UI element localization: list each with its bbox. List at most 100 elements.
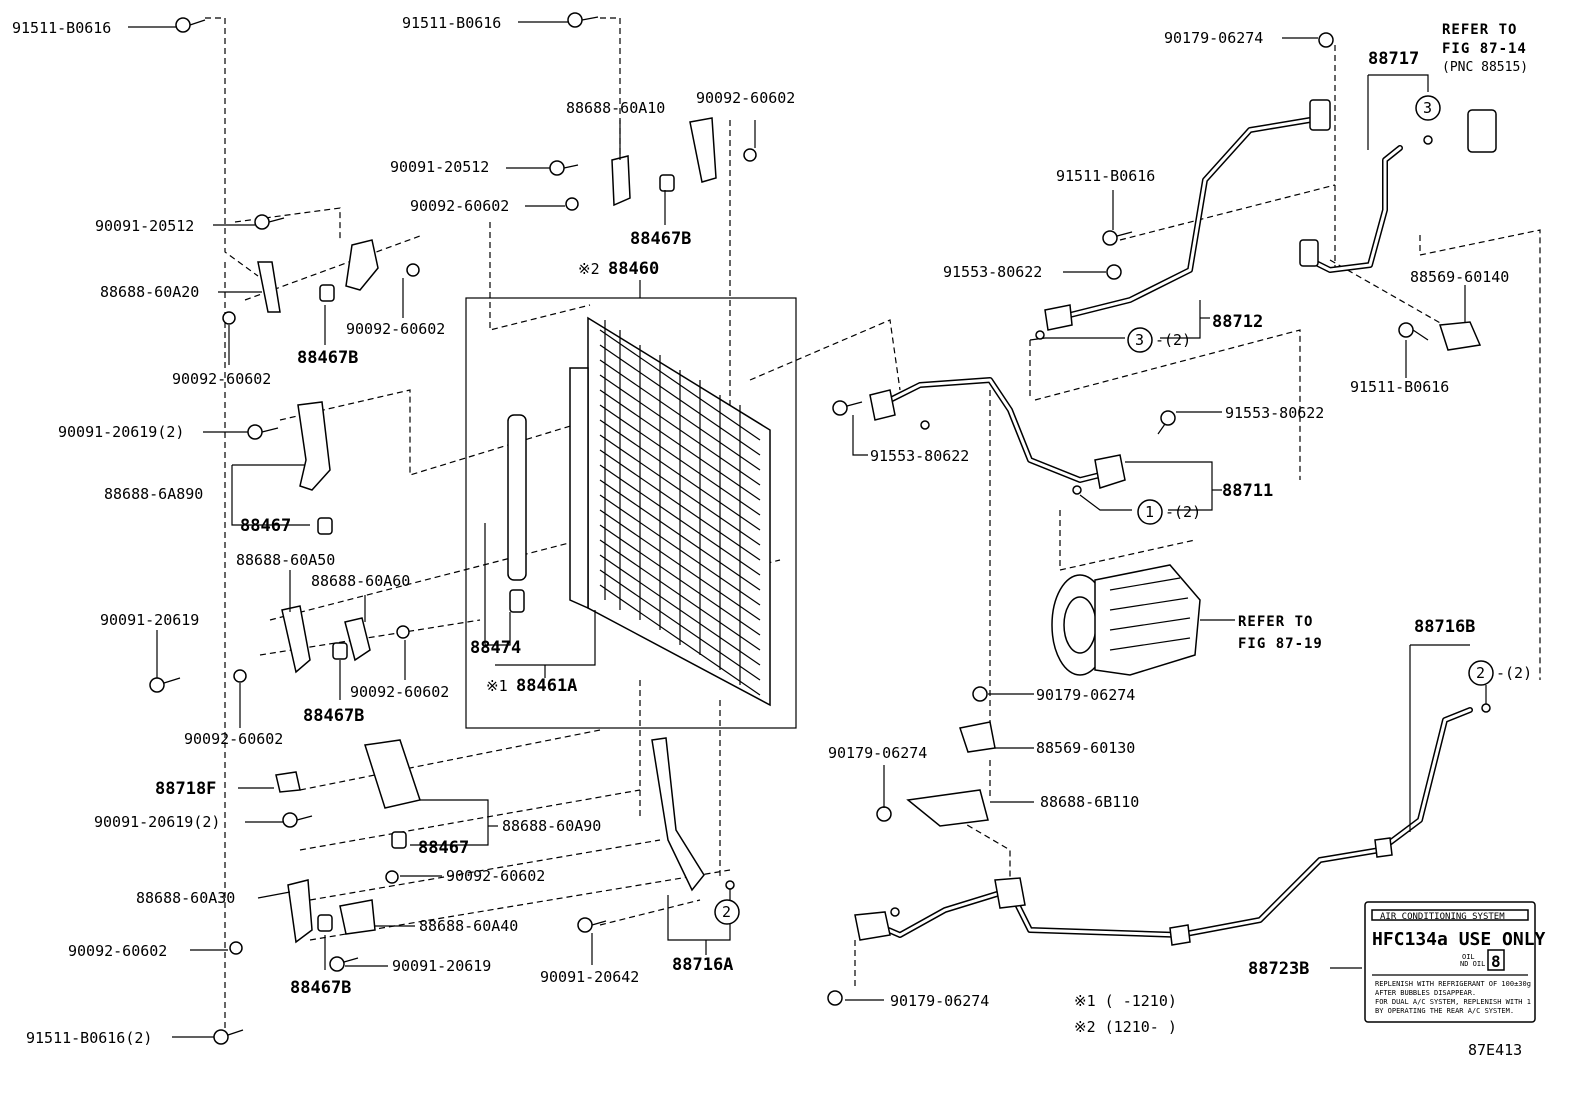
part-label: 90092-60602 xyxy=(446,867,545,885)
bolt-icon xyxy=(1102,230,1133,246)
part-label: 90091-20512 xyxy=(390,158,489,176)
part-label: 91511-B0616 xyxy=(12,19,111,37)
part-label: 88467B xyxy=(630,229,691,249)
bolt-icon xyxy=(282,812,313,828)
part-label: 88688-60A10 xyxy=(566,99,665,117)
part-label: 90092-60602 xyxy=(350,683,449,701)
bolt-icon xyxy=(577,917,607,933)
part-label: 91511-B0616 xyxy=(402,14,501,32)
part-label: 88467B xyxy=(297,348,358,368)
part-label: 88688-6A890 xyxy=(104,485,203,503)
bolt-icon xyxy=(1157,410,1176,435)
part-label: 90092-60602 xyxy=(696,89,795,107)
circle-marker-1 xyxy=(1137,499,1163,525)
bolt-icon xyxy=(567,12,599,28)
circle-markers: 3 3 -(2) 1 -(2) 2 -(2) 2 xyxy=(714,95,1532,925)
refer-label: (PNC 88515) xyxy=(1442,60,1528,75)
part-label: 90179-06274 xyxy=(890,992,989,1010)
part-label: 88723B xyxy=(1248,959,1309,979)
fasteners xyxy=(149,12,1429,1045)
cushions xyxy=(275,174,675,932)
nut-icon xyxy=(222,311,236,325)
nut-icon xyxy=(385,870,399,884)
cushion-icon xyxy=(317,517,333,535)
refer-label: FIG 87-19 xyxy=(1238,636,1323,652)
circle-marker-3b xyxy=(1127,327,1153,353)
marker-3b-qty: -(2) xyxy=(1155,331,1191,349)
bolt-icon xyxy=(247,424,279,440)
part-label: 88460 xyxy=(608,259,659,279)
bolt-icon xyxy=(1106,264,1122,280)
footnote: ※2 (1210- ) xyxy=(1074,1018,1177,1036)
pipe-clamp xyxy=(1439,321,1482,351)
part-label: 88467 xyxy=(418,838,469,858)
ac-piping xyxy=(862,117,1473,938)
note-mark: ※1 xyxy=(486,677,508,695)
marker-3a-text: 3 xyxy=(1423,99,1432,117)
nut-icon xyxy=(233,669,247,683)
condenser-assembly xyxy=(465,280,797,729)
part-label: 88716A xyxy=(672,955,733,975)
marker-2a-qty: -(2) xyxy=(1496,664,1532,682)
part-label: 88688-60A50 xyxy=(236,551,335,569)
bolt-icon xyxy=(149,677,181,693)
label-oil-1: OIL xyxy=(1462,953,1475,961)
part-label: 90091-20619(2) xyxy=(94,813,220,831)
cushion-icon xyxy=(317,914,333,932)
diagram-code: 87E413 xyxy=(1468,1041,1522,1059)
part-label: 88688-60A20 xyxy=(100,283,199,301)
part-label: 90179-06274 xyxy=(828,744,927,762)
marker-2a-text: 2 xyxy=(1476,664,1485,682)
label-line-4: BY OPERATING THE REAR A/C SYSTEM. xyxy=(1375,1007,1514,1015)
part-label: 88716B xyxy=(1414,617,1475,637)
part-label: 88688-60A90 xyxy=(502,817,601,835)
part-label: 90092-60602 xyxy=(68,942,167,960)
note-mark: ※2 xyxy=(578,260,600,278)
part-labels: 91511-B0616 91511-B0616 90092-60602 8868… xyxy=(12,14,1528,1059)
part-label: 90091-20619(2) xyxy=(58,423,184,441)
receiver-dryer xyxy=(507,414,527,613)
label-line-2: AFTER BUBBLES DISAPPEAR. xyxy=(1375,989,1476,997)
part-label: 88467B xyxy=(290,978,351,998)
part-label: 90091-20619 xyxy=(392,957,491,975)
cushion-icon xyxy=(319,284,335,302)
part-label: 90092-60602 xyxy=(410,197,509,215)
part-label: 91511-B0616 xyxy=(1350,378,1449,396)
refer-label: REFER TO xyxy=(1238,614,1313,630)
part-label: 88688-60A60 xyxy=(311,572,410,590)
part-label: 90091-20619 xyxy=(100,611,199,629)
part-label: 88712 xyxy=(1212,312,1263,332)
part-label: 88688-60A40 xyxy=(419,917,518,935)
part-label: 90092-60602 xyxy=(346,320,445,338)
label-header: AIR CONDITIONING SYSTEM xyxy=(1380,912,1505,922)
part-label: 90091-20642 xyxy=(540,968,639,986)
bolt-icon xyxy=(213,1029,244,1045)
part-label: 88688-60A30 xyxy=(136,889,235,907)
label-refrigerant: HFC134a USE ONLY xyxy=(1372,929,1546,950)
part-label: 91553-80622 xyxy=(943,263,1042,281)
circle-marker-2b xyxy=(714,899,740,925)
brackets xyxy=(257,117,996,944)
condenser-core xyxy=(569,316,771,707)
nut-icon xyxy=(565,197,579,211)
nut-icon xyxy=(1318,32,1334,48)
part-label: 88569-60140 xyxy=(1410,268,1509,286)
part-label: 88688-6B110 xyxy=(1040,793,1139,811)
nut-icon xyxy=(827,990,843,1006)
part-label: 91511-B0616 xyxy=(1056,167,1155,185)
label-line-3: FOR DUAL A/C SYSTEM, REPLENISH WITH 1 xyxy=(1375,998,1531,1006)
refer-label: FIG 87-14 xyxy=(1442,41,1527,57)
part-label: 88467B xyxy=(303,706,364,726)
refer-label: REFER TO xyxy=(1442,22,1517,38)
part-label: 88569-60130 xyxy=(1036,739,1135,757)
nut-icon xyxy=(876,806,892,822)
expansion-valve xyxy=(1467,109,1497,153)
part-label: 90092-60602 xyxy=(184,730,283,748)
nut-icon xyxy=(972,686,988,702)
clip-icon xyxy=(275,771,301,793)
part-label: 88474 xyxy=(470,638,521,658)
label-oil-grade: 8 xyxy=(1491,952,1501,971)
marker-1-text: 1 xyxy=(1145,503,1154,521)
part-label: 88718F xyxy=(155,779,216,799)
label-line-1: REPLENISH WITH REFRIGERANT OF 100±30g xyxy=(1375,980,1531,988)
